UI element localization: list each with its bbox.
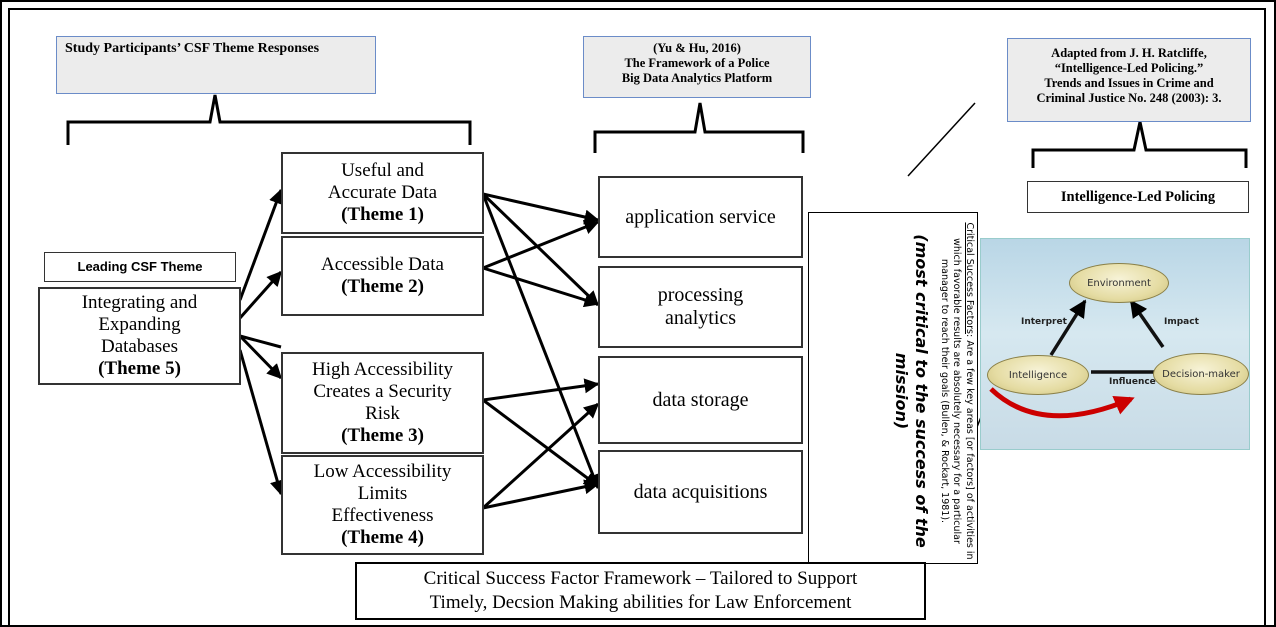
theme-3-box: High Accessibility Creates a Security Ri… (281, 352, 484, 454)
brace-framework (593, 102, 805, 153)
framework-line-2: The Framework of a Police (624, 56, 770, 70)
theme-2-tag: (Theme 2) (341, 276, 424, 297)
adapted-line-3: Trends and Issues in Crime and (1044, 76, 1214, 90)
theme-3-line-2: Creates a Security (313, 381, 452, 403)
ilp-node-environment-text: Environment (1087, 277, 1151, 289)
csf-definition: Critical Success Factors: Are a few key … (937, 222, 975, 560)
brace-participants (66, 94, 472, 145)
ilp-edge-influence: Influence (1109, 377, 1156, 387)
adapted-line-2: “Intelligence-Led Policing.” (1054, 61, 1204, 75)
framework-line-3: Big Data Analytics Platform (621, 71, 773, 85)
csf-definition-panel: Critical Success Factors: Are a few key … (808, 212, 978, 564)
theme-1-tag: (Theme 1) (341, 203, 424, 225)
theme-4-tag: (Theme 4) (341, 526, 424, 548)
csf-emphasis: (most critical to the success of the mis… (892, 234, 932, 548)
csf-term: Critical Success Factors (964, 222, 975, 334)
leading-theme-box: Integrating and Expanding Databases (The… (38, 287, 241, 385)
leading-line-3: Databases (100, 336, 179, 357)
ilp-node-intelligence: Intelligence (987, 355, 1089, 395)
theme-3-tag: (Theme 3) (341, 424, 424, 446)
footer-line-1: Critical Success Factor Framework – Tail… (423, 568, 858, 590)
brace-ilp (1031, 121, 1248, 168)
leading-theme-tag: (Theme 5) (98, 357, 181, 379)
theme-4-line-3: Effectiveness (331, 505, 434, 526)
footer-line-2: Timely, Decsion Making abilities for Law… (429, 592, 852, 613)
adapted-line-1: Adapted from J. H. Ratcliffe, (1051, 46, 1207, 60)
leading-line-2: Expanding (98, 314, 181, 336)
target-2-line-1: processing (657, 284, 744, 306)
ilp-node-decision-text: Decision-maker (1162, 368, 1240, 380)
theme-2-box: Accessible Data (Theme 2) (281, 236, 484, 316)
theme-4-line-2: Limits (357, 483, 408, 505)
adapted-line-4: Criminal Justice No. 248 (2003): 3. (1036, 91, 1222, 105)
target-1-line-1: application service (625, 205, 776, 228)
theme-3-line-3: Risk (365, 403, 400, 424)
arrows-themes-to-targets (481, 192, 601, 510)
adapted-header: Adapted from J. H. Ratcliffe, “Intellige… (1007, 38, 1251, 122)
framework-line-1: (Yu & Hu, 2016) (653, 41, 741, 55)
theme-1-box: Useful and Accurate Data (Theme 1) (281, 152, 484, 234)
theme-1-line-2: Accurate Data (327, 182, 438, 204)
target-4-line-1: data acquisitions (633, 480, 768, 503)
theme-2-line-1: Accessible Data (321, 254, 444, 276)
study-header-text: Study Participants’ CSF Theme Responses (65, 41, 320, 56)
footer-title-box: Critical Success Factor Framework – Tail… (355, 562, 926, 620)
ilp-label-box: Intelligence-Led Policing (1027, 181, 1249, 213)
target-application-service: application service (598, 176, 803, 258)
csf-definition-rotated: Critical Success Factors: Are a few key … (809, 212, 979, 566)
ilp-edge-impact: Impact (1164, 317, 1199, 327)
theme-1-line-1: Useful and (341, 160, 424, 182)
target-data-storage: data storage (598, 356, 803, 444)
target-data-acquisitions: data acquisitions (598, 450, 803, 534)
target-3-line-1: data storage (652, 388, 749, 411)
leading-line-1: Integrating and (81, 292, 198, 314)
zoom-line-top (907, 102, 976, 177)
theme-4-box: Low Accessibility Limits Effectiveness (… (281, 455, 484, 555)
leading-label-text: Leading CSF Theme (77, 258, 203, 274)
ilp-cycle-diagram: Environment Intelligence Decision-maker … (980, 238, 1250, 450)
target-processing-analytics: processing analytics (598, 266, 803, 348)
study-header: Study Participants’ CSF Theme Responses (56, 36, 376, 94)
theme-4-line-1: Low Accessibility (313, 461, 452, 483)
leading-label: Leading CSF Theme (44, 252, 236, 282)
ilp-node-intelligence-text: Intelligence (1008, 369, 1068, 381)
arrows-leading-to-themes (238, 188, 285, 496)
inner-frame (8, 8, 1266, 625)
target-2-line-2: analytics (664, 307, 737, 329)
ilp-label: Intelligence-Led Policing (1060, 188, 1216, 205)
ilp-edge-interpret: Interpret (1021, 317, 1067, 327)
ilp-node-decision-maker: Decision-maker (1153, 353, 1249, 395)
line-leading-to-theme3 (239, 334, 282, 349)
ilp-node-environment: Environment (1069, 263, 1169, 303)
theme-3-line-1: High Accessibility (312, 359, 453, 381)
framework-header: (Yu & Hu, 2016) The Framework of a Polic… (583, 36, 811, 98)
